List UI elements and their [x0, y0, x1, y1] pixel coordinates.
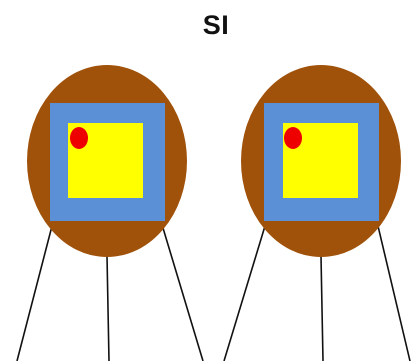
object-right	[223, 65, 411, 361]
right-string-1	[223, 225, 266, 361]
diagram-title: SI	[202, 10, 230, 40]
left-string-1	[16, 225, 53, 361]
left-string-2	[106, 255, 110, 361]
left-string-3	[162, 227, 204, 361]
right-dot	[284, 127, 302, 149]
right-string-3	[377, 225, 411, 361]
right-string-2	[320, 255, 324, 361]
left-dot	[70, 127, 88, 149]
object-left	[16, 65, 204, 361]
